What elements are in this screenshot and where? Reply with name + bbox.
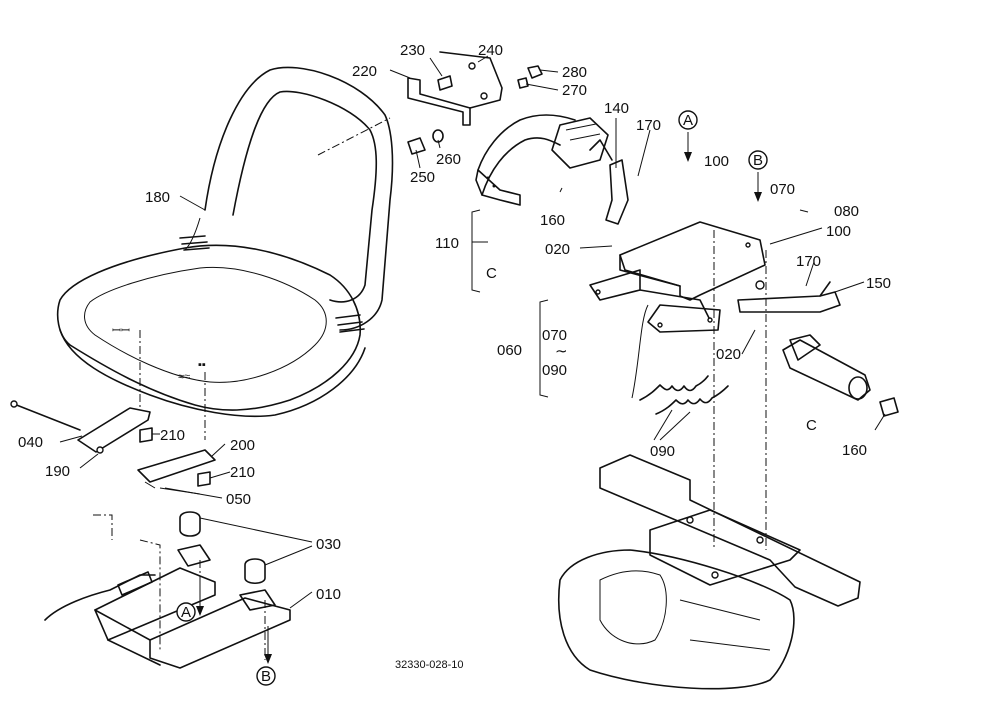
lever-grip xyxy=(782,334,899,417)
callout-060: 060 xyxy=(497,342,522,359)
callout-160-top: 160 xyxy=(540,212,565,229)
seat-belt xyxy=(475,114,629,225)
callout-160-right: 160 xyxy=(842,442,867,459)
callout-240: 240 xyxy=(478,42,503,59)
back-bracket xyxy=(407,51,543,155)
callout-210-bottom: 210 xyxy=(230,464,255,481)
ref-b-bottom: B xyxy=(261,668,271,685)
chassis xyxy=(557,230,861,690)
callout-100-mid: 100 xyxy=(826,223,851,240)
svg-text:ꟷꟷ: ꟷꟷ xyxy=(112,325,130,337)
callout-170-right: 170 xyxy=(796,253,821,270)
ref-c-right: C xyxy=(806,417,817,434)
callout-090-group: 090 xyxy=(542,362,567,379)
tilde-symbol: ∼ xyxy=(555,343,568,360)
ref-circle-b-bottom xyxy=(256,666,276,686)
diagram-id: 32330-028-10 xyxy=(395,659,464,671)
callout-010: 010 xyxy=(316,586,341,603)
callout-070-top: 070 xyxy=(770,181,795,198)
ref-circle-a-bottom xyxy=(176,602,196,622)
callout-100-top: 100 xyxy=(704,153,729,170)
callout-190: 190 xyxy=(45,463,70,480)
seat-base-plate xyxy=(589,221,766,333)
callout-080: 080 xyxy=(834,203,859,220)
callout-040: 040 xyxy=(18,434,43,451)
ref-circle-a-top xyxy=(678,110,698,130)
callout-020-top: 020 xyxy=(545,241,570,258)
callout-090-springs: 090 xyxy=(650,443,675,460)
callout-220: 220 xyxy=(352,63,377,80)
callout-labels: 230 240 220 280 270 250 260 140 170 100 … xyxy=(18,42,891,685)
callout-200: 200 xyxy=(230,437,255,454)
ref-a-top: A xyxy=(683,112,693,129)
ref-circle-b-top xyxy=(748,150,768,170)
callout-070-group: 070 xyxy=(542,327,567,344)
callout-140: 140 xyxy=(604,100,629,117)
slide-lever xyxy=(737,280,841,313)
callout-180: 180 xyxy=(145,189,170,206)
callout-170-top: 170 xyxy=(636,117,661,134)
callout-110: 110 xyxy=(435,235,459,252)
leader-lines xyxy=(59,55,886,664)
seat-slide-rails xyxy=(10,400,291,669)
ref-c-left: C xyxy=(486,265,497,282)
svg-text:≈≈: ≈≈ xyxy=(178,371,190,383)
callout-030: 030 xyxy=(316,536,341,553)
callout-230: 230 xyxy=(400,42,425,59)
callout-150: 150 xyxy=(866,275,891,292)
callout-280: 280 xyxy=(562,64,587,81)
callout-210-top: 210 xyxy=(160,427,185,444)
callout-260: 260 xyxy=(436,151,461,168)
callout-250: 250 xyxy=(410,169,435,186)
seat-assembly: ꟷꟷ ≈≈ ▪▪ xyxy=(56,66,394,440)
ref-b-top: B xyxy=(753,152,763,169)
callout-020-right: 020 xyxy=(716,346,741,363)
svg-text:▪▪: ▪▪ xyxy=(198,359,206,371)
callout-270: 270 xyxy=(562,82,587,99)
ref-a-bottom: A xyxy=(181,604,191,621)
springs xyxy=(631,304,729,415)
callout-050: 050 xyxy=(226,491,251,508)
